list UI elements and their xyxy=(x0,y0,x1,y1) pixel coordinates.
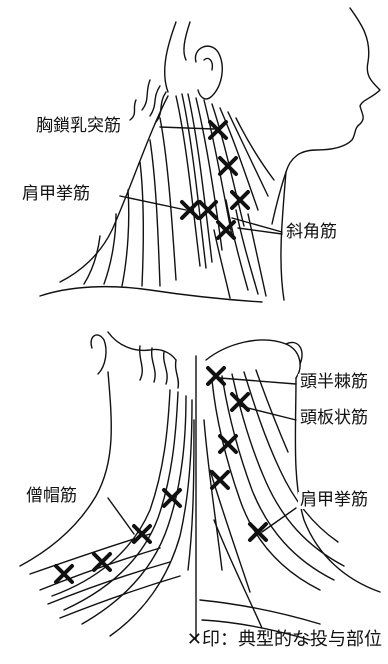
marker-x-15 xyxy=(56,566,72,582)
marker-x-5 xyxy=(200,202,216,218)
lateral-neck-view xyxy=(40,8,380,302)
label-splenius-capitis: 頭板状筋 xyxy=(298,410,370,427)
legend-caption: ✕印：典型的な投与部位 xyxy=(187,625,382,651)
x-marker-icon: ✕ xyxy=(187,629,202,650)
marker-x-9 xyxy=(220,436,236,452)
marker-x-12 xyxy=(164,490,180,506)
marker-x-6 xyxy=(218,222,234,238)
leader-lines xyxy=(108,127,296,534)
label-trapezius: 僧帽筋 xyxy=(24,488,79,505)
marker-x-3 xyxy=(232,192,248,208)
label-levator-scapulae-bottom: 肩甲挙筋 xyxy=(298,492,370,509)
label-levator-scapulae-top: 肩甲挙筋 xyxy=(20,186,92,203)
legend-text: 印：典型的な投与部位 xyxy=(202,629,382,650)
marker-x-10 xyxy=(212,472,228,488)
marker-x-14 xyxy=(94,554,110,570)
label-sternocleidomastoid: 胸鎖乳突筋 xyxy=(34,118,123,135)
label-semispinalis-capitis: 頭半棘筋 xyxy=(298,374,370,391)
label-scalene: 斜角筋 xyxy=(284,224,339,241)
